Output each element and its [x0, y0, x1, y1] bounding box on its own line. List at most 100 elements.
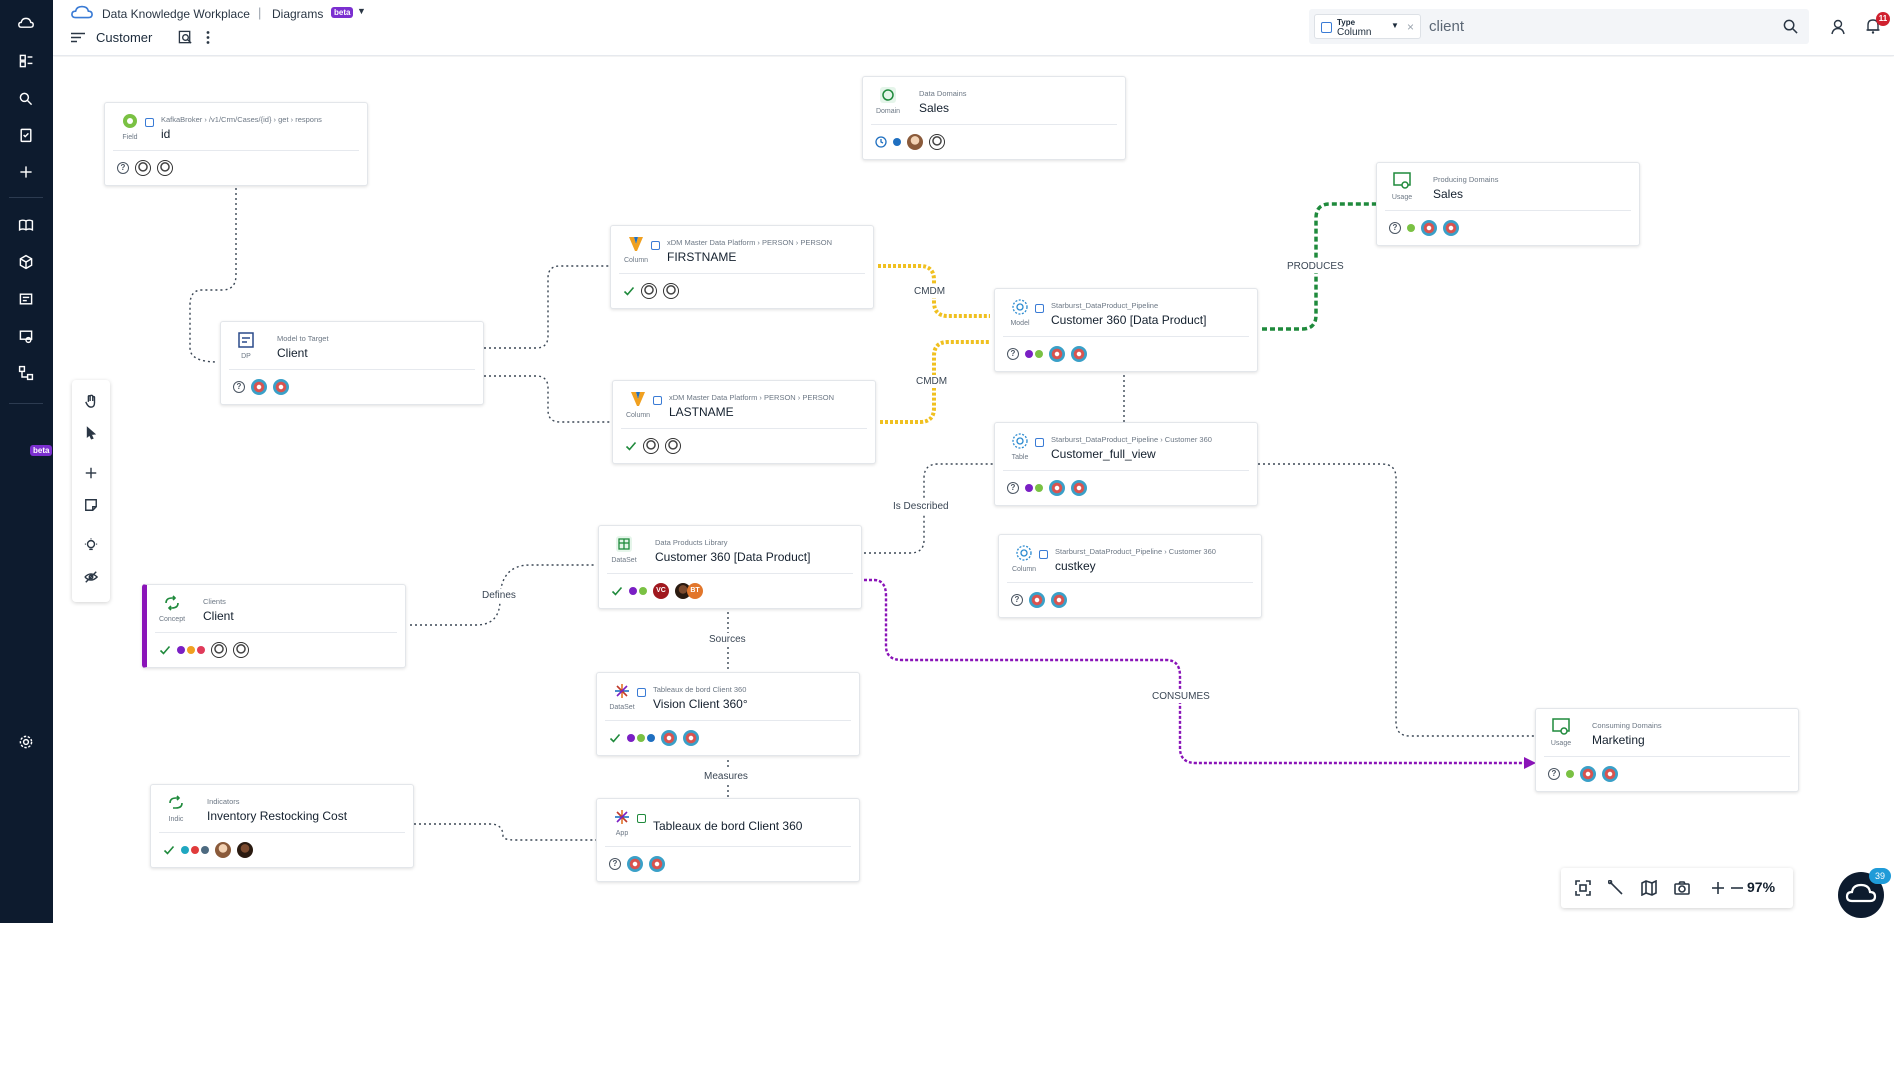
status-dot — [1035, 350, 1043, 358]
status-dot — [1025, 484, 1033, 492]
pointer-icon[interactable] — [82, 424, 100, 442]
avatar[interactable] — [251, 379, 267, 395]
node-indicator-inventory[interactable]: Indic Indicators Inventory Restocking Co… — [150, 784, 414, 868]
node-column-firstname[interactable]: Column xDM Master Data Platform › PERSON… — [610, 225, 874, 309]
add-node-icon[interactable] — [82, 464, 100, 482]
avatar[interactable] — [907, 134, 923, 150]
idea-icon[interactable] — [82, 536, 100, 554]
note-icon[interactable] — [82, 496, 100, 514]
node-dataset-customer360[interactable]: DataSet Data Products Library Customer 3… — [598, 525, 862, 609]
avatar[interactable] — [1443, 220, 1459, 236]
avatar[interactable] — [663, 283, 679, 299]
add-icon[interactable] — [13, 159, 39, 185]
zoom-out-icon[interactable] — [1729, 880, 1745, 896]
node-dp-client[interactable]: DP Model to Target Client ? — [220, 321, 484, 405]
node-dataset-vision-client[interactable]: DataSet Tableaux de bord Client 360 Visi… — [596, 672, 860, 756]
avatar[interactable] — [1602, 766, 1618, 782]
type-filter-chip[interactable]: Type Column ▼ × — [1314, 14, 1421, 39]
connector-icon[interactable] — [1607, 879, 1624, 896]
dataset-icon: DataSet — [607, 533, 641, 569]
more-vertical-icon[interactable] — [205, 30, 211, 45]
avatar[interactable] — [211, 642, 227, 658]
avatar[interactable] — [929, 134, 945, 150]
avatar[interactable] — [1049, 480, 1065, 496]
document-search-icon[interactable] — [178, 30, 193, 45]
node-field-id[interactable]: Field KafkaBroker › /v1/Crm/Cases/{id} ›… — [104, 102, 368, 186]
search-input[interactable] — [1429, 15, 1769, 37]
glossary-icon[interactable] — [13, 212, 39, 238]
unknown-status-icon: ? — [1007, 348, 1019, 360]
beta-badge: beta — [331, 7, 354, 18]
avatar[interactable] — [665, 438, 681, 454]
caret-down-icon[interactable]: ▼ — [1391, 21, 1399, 30]
node-app-tableaux[interactable]: App Tableaux de bord Client 360 ? — [596, 798, 860, 882]
catalog-icon[interactable] — [13, 48, 39, 74]
node-column-custkey[interactable]: Column Starburst_DataProduct_Pipeline › … — [998, 534, 1262, 618]
avatar[interactable] — [1421, 220, 1437, 236]
diagram-name[interactable]: Customer — [96, 30, 153, 45]
avatar[interactable] — [237, 842, 253, 858]
fit-view-icon[interactable] — [1575, 880, 1591, 896]
avatar[interactable] — [1071, 346, 1087, 362]
node-breadcrumb: Data Products Library — [655, 538, 728, 547]
section-title[interactable]: Diagrams — [272, 7, 324, 21]
avatar[interactable] — [215, 842, 231, 858]
app-icon: App — [605, 806, 639, 842]
home-icon[interactable] — [13, 11, 39, 37]
hide-icon[interactable] — [82, 568, 100, 586]
avatar[interactable] — [641, 283, 657, 299]
assistant-count-badge: 39 — [1869, 868, 1891, 884]
avatar[interactable] — [233, 642, 249, 658]
unknown-status-icon: ? — [1548, 768, 1560, 780]
avatar[interactable] — [273, 379, 289, 395]
avatar-bt[interactable]: BT — [687, 583, 703, 599]
node-concept-client[interactable]: Concept Clients Client — [142, 584, 406, 668]
avatar[interactable] — [135, 160, 151, 176]
node-column-lastname[interactable]: Column xDM Master Data Platform › PERSON… — [612, 380, 876, 464]
status-dot — [627, 734, 635, 742]
search-icon[interactable] — [13, 86, 39, 112]
search-icon[interactable] — [1783, 19, 1798, 34]
avatar[interactable] — [661, 730, 677, 746]
avatar[interactable] — [643, 438, 659, 454]
settings-icon[interactable] — [13, 729, 39, 755]
concept-icon: Concept — [155, 592, 189, 628]
avatar[interactable] — [157, 160, 173, 176]
diagrams-icon[interactable] — [13, 360, 39, 386]
avatar[interactable] — [1580, 766, 1596, 782]
node-name: custkey — [1055, 559, 1096, 573]
avatar[interactable] — [627, 856, 643, 872]
minimap-icon[interactable] — [1641, 879, 1657, 897]
avatar[interactable] — [1049, 346, 1065, 362]
tasks-icon[interactable] — [13, 122, 39, 148]
node-table-customer-full-view[interactable]: Table Starburst_DataProduct_Pipeline › C… — [994, 422, 1258, 506]
brand-cloud-icon[interactable] — [71, 5, 93, 21]
hand-icon[interactable] — [82, 392, 100, 410]
app-title[interactable]: Data Knowledge Workplace — [102, 7, 250, 21]
camera-icon[interactable] — [1674, 880, 1690, 896]
user-switch-icon[interactable] — [1831, 19, 1847, 35]
objects-icon[interactable] — [13, 249, 39, 275]
avatar[interactable] — [1029, 592, 1045, 608]
avatar[interactable] — [1051, 592, 1067, 608]
notification-count-badge: 11 — [1876, 12, 1890, 26]
node-breadcrumb: Data Domains — [919, 89, 967, 98]
node-model-customer360[interactable]: Model Starburst_DataProduct_Pipeline Cus… — [994, 288, 1258, 372]
node-name: Sales — [1433, 187, 1464, 201]
avatar-vc[interactable]: VC — [653, 583, 669, 599]
edge-label-is-described: Is Described — [891, 500, 951, 513]
avatar[interactable] — [683, 730, 699, 746]
node-usage-marketing[interactable]: Usage Consuming Domains Marketing ? — [1535, 708, 1799, 792]
node-usage-sales[interactable]: Usage Producing Domains Sales ? — [1376, 162, 1640, 246]
dashboards-icon[interactable] — [13, 286, 39, 312]
avatar[interactable] — [1071, 480, 1087, 496]
node-name: Vision Client 360° — [653, 697, 748, 711]
node-domain-sales[interactable]: Domain Data Domains Sales — [862, 76, 1126, 160]
clear-filter-icon[interactable]: × — [1407, 20, 1415, 34]
menu-icon[interactable] — [71, 32, 85, 43]
zoom-in-icon[interactable] — [1710, 880, 1726, 896]
unknown-status-icon: ? — [1007, 482, 1019, 494]
usage-icon[interactable] — [13, 323, 39, 349]
avatar[interactable] — [649, 856, 665, 872]
caret-down-icon[interactable]: ▼ — [357, 6, 366, 16]
